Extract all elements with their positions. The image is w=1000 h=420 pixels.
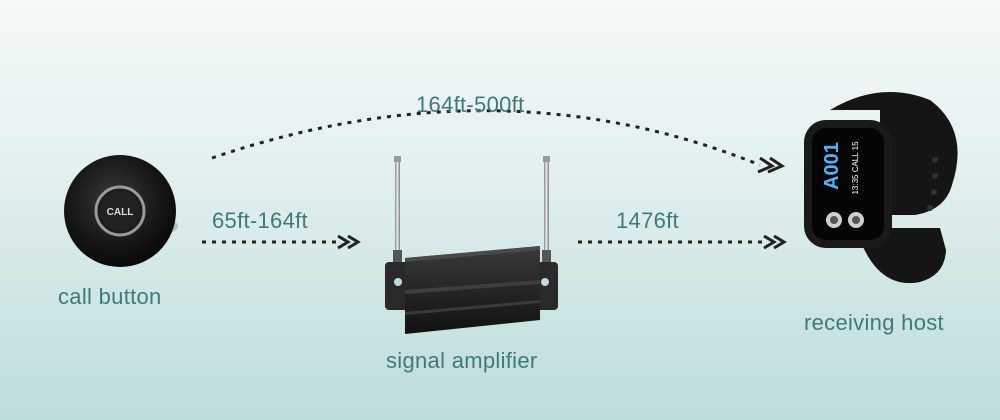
receiving-host-device: A001 13:35 CALL 15 [804,92,958,284]
right-antenna [544,158,549,262]
distance-amplifier-to-host: 1476ft [616,208,679,233]
call-button-text: CALL [107,207,134,218]
arrow-amplifier-to-host [578,234,787,250]
arc-arrow-direct [211,109,786,174]
signal-amplifier-device [385,156,558,334]
signal-amplifier-label: signal amplifier [386,348,538,373]
call-button-label: call button [58,284,162,309]
call-button-device: CALL [64,155,178,267]
distance-button-to-amplifier: 65ft-164ft [212,208,308,233]
watch-screen-sub: 13:35 CALL 15 [851,141,860,195]
left-antenna [395,158,400,262]
arrow-button-to-amplifier [202,234,361,250]
watch-screen-main: A001 [821,142,843,190]
receiving-host-label: receiving host [804,310,944,335]
distance-direct: 164ft-500ft [416,92,525,117]
